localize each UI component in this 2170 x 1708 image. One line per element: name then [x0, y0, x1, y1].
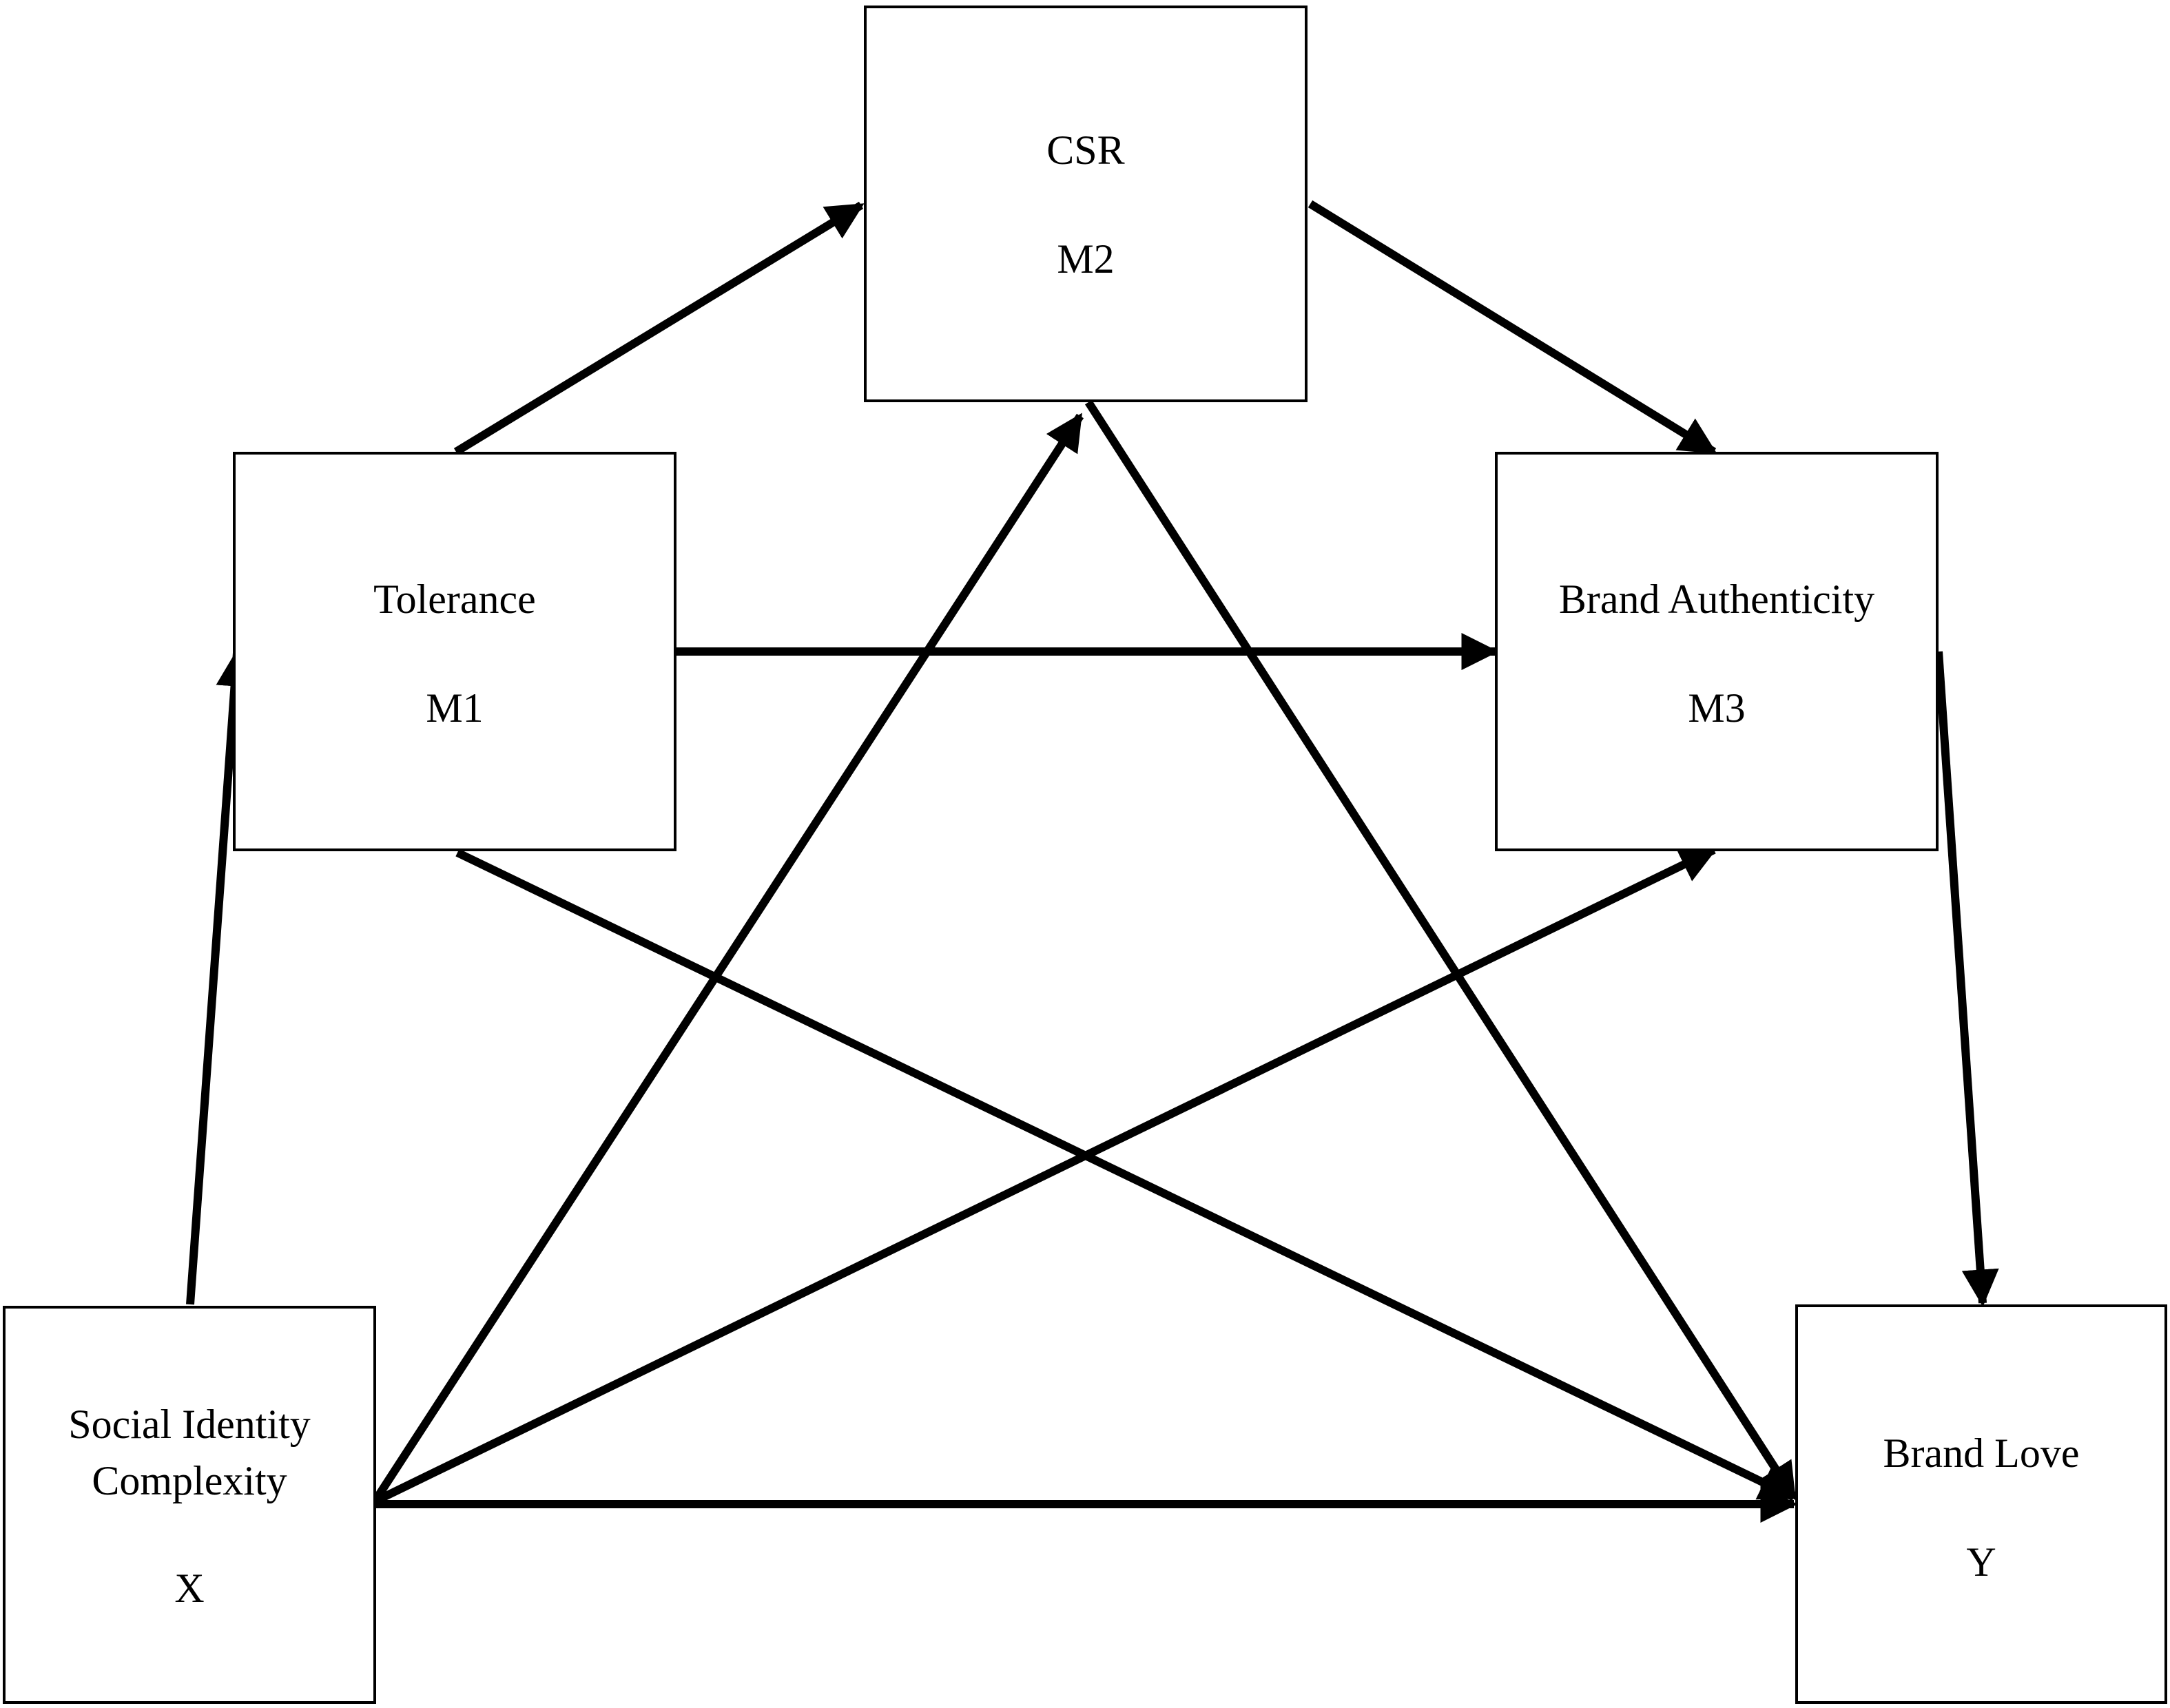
node-box — [864, 6, 1308, 402]
arrow-x-to-m2 — [371, 413, 1084, 1504]
arrow-x-to-m3 — [373, 846, 1717, 1506]
arrow-x-to-m1 — [186, 649, 254, 1305]
arrows — [186, 200, 1999, 1523]
arrow-m3-to-y — [1934, 651, 1999, 1307]
node-m2: CSR M2 — [864, 6, 1308, 402]
node-box — [233, 452, 676, 851]
node-m3: Brand Authenticity M3 — [1495, 452, 1939, 851]
arrow-m1-to-m2 — [453, 201, 865, 456]
node-title: Brand Authenticity — [1559, 576, 1874, 622]
node-code: M3 — [1688, 685, 1745, 731]
node-x: Social Identity Complexity X — [3, 1306, 376, 1704]
arrow-m1-to-y — [455, 848, 1797, 1501]
node-title-line1: Social Identity — [68, 1402, 311, 1447]
node-code: X — [174, 1565, 204, 1611]
node-code: Y — [1966, 1539, 1996, 1585]
arrow-m2-to-m3 — [1308, 200, 1717, 456]
node-title: CSR — [1046, 127, 1124, 173]
node-title-line2: Complexity — [92, 1458, 287, 1503]
node-box — [1495, 452, 1939, 851]
node-code: M1 — [426, 685, 483, 731]
arrow-m2-to-y — [1084, 399, 1798, 1501]
node-box — [3, 1306, 376, 1704]
node-y: Brand Love Y — [1795, 1304, 2167, 1704]
node-title: Tolerance — [373, 576, 536, 622]
node-box — [1795, 1304, 2167, 1704]
node-code: M2 — [1057, 236, 1114, 282]
node-title: Brand Love — [1883, 1430, 2080, 1476]
node-m1: Tolerance M1 — [233, 452, 676, 851]
